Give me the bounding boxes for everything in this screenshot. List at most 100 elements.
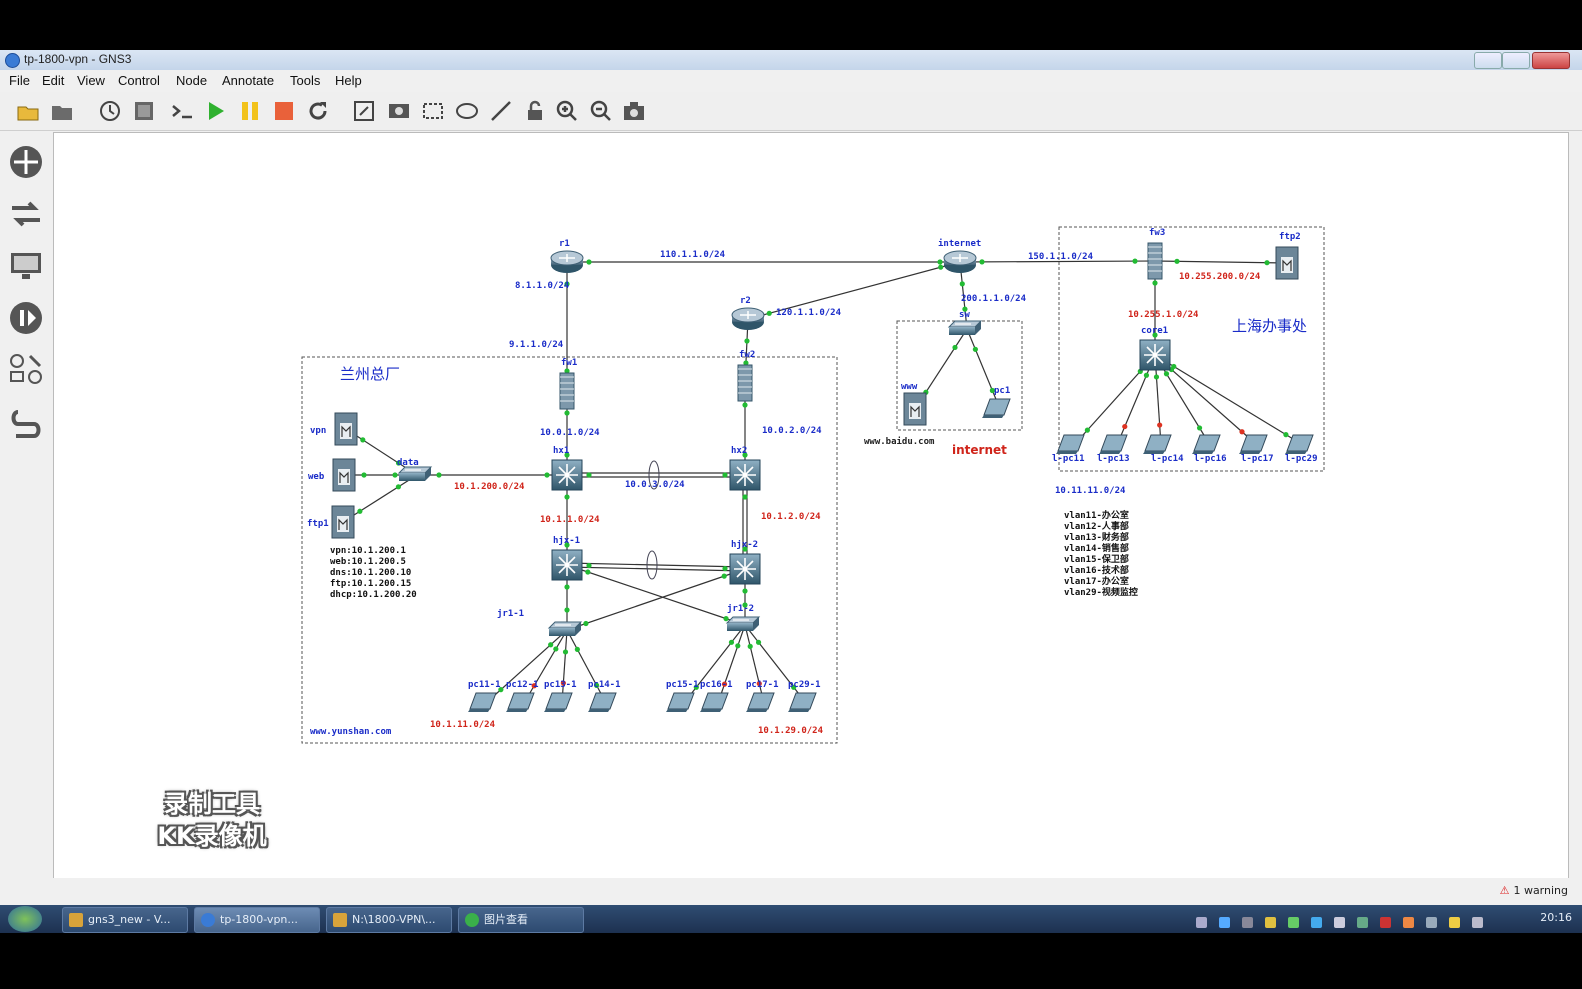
node-lpc13[interactable]: l-pc13 (1097, 434, 1130, 464)
node-internet[interactable]: internet (938, 238, 981, 273)
browse-routers-icon[interactable] (8, 144, 44, 180)
node-r2[interactable]: r2 (731, 296, 765, 330)
node-pc14[interactable]: pc14-1 (588, 680, 621, 712)
stop-icon[interactable] (272, 99, 296, 123)
network-link[interactable] (566, 566, 745, 572)
tray-app-icon[interactable] (1403, 917, 1414, 928)
node-pc17[interactable]: pc17-1 (746, 680, 779, 712)
menu-tools[interactable]: Tools (290, 73, 321, 88)
add-link-icon[interactable] (8, 406, 44, 442)
network-link[interactable] (744, 624, 765, 704)
network-link[interactable] (566, 568, 746, 631)
network-link[interactable] (744, 624, 807, 704)
tray-app-icon[interactable] (1449, 917, 1460, 928)
task-tp-1800-vpn[interactable]: tp-1800-vpn... (194, 907, 320, 933)
network-link[interactable] (1154, 354, 1304, 446)
node-ftp1[interactable]: ftp1 (307, 505, 355, 539)
node-web[interactable]: web (308, 458, 356, 492)
dots-icon[interactable] (1242, 917, 1253, 928)
edit-note-icon[interactable] (352, 99, 376, 123)
network-link[interactable] (683, 624, 746, 704)
network-link[interactable] (966, 328, 1001, 410)
node-pc15[interactable]: pc15-1 (666, 680, 699, 712)
volume-icon[interactable] (1334, 917, 1345, 928)
maximize-button[interactable] (1502, 52, 1530, 69)
browse-security-icon[interactable] (8, 300, 44, 336)
node-pc12[interactable]: pc12-1 (506, 680, 539, 712)
menu-control[interactable]: Control (118, 73, 160, 88)
network-link[interactable] (561, 629, 568, 704)
node-jr11[interactable]: jr1-1 (497, 608, 583, 636)
close-button[interactable] (1532, 52, 1570, 69)
menu-node[interactable]: Node (176, 73, 208, 88)
lock-icon[interactable] (523, 99, 547, 123)
menu-help[interactable]: Help (335, 73, 362, 88)
node-sw[interactable]: sw (947, 310, 983, 335)
browse-all-devices-icon[interactable] (8, 352, 44, 388)
node-jr12[interactable]: jr1-2 (725, 603, 761, 631)
node-pc13[interactable]: pc13-1 (544, 680, 577, 712)
line-icon[interactable] (489, 99, 513, 123)
menu-file[interactable]: File (9, 73, 30, 88)
menu-view[interactable]: View (77, 73, 105, 88)
network-link[interactable] (747, 261, 961, 320)
node-hx1[interactable]: hx1 (551, 446, 583, 491)
zoom-in-icon[interactable] (555, 99, 579, 123)
node-hjx1[interactable]: hjx-1 (551, 535, 583, 581)
node-vpn[interactable]: vpn (310, 412, 358, 446)
menu-edit[interactable]: Edit (42, 73, 65, 88)
node-hjx2[interactable]: hjx-2 (729, 539, 761, 585)
camera-icon[interactable] (622, 99, 646, 123)
node-core1[interactable]: core1 (1139, 326, 1171, 371)
zoom-out-icon[interactable] (589, 99, 613, 123)
node-pc1[interactable]: pc1 (982, 386, 1011, 418)
node-lpc11[interactable]: l-pc11 (1052, 434, 1085, 464)
reload-icon[interactable] (306, 99, 330, 123)
node-ftp2[interactable]: ftp2 (1275, 232, 1301, 280)
node-pc16[interactable]: pc16-1 (700, 680, 733, 712)
rectangle-icon[interactable] (421, 99, 445, 123)
node-pc29[interactable]: pc29-1 (788, 680, 821, 712)
keyboard-icon[interactable] (1196, 917, 1207, 928)
network-icon[interactable] (1288, 917, 1299, 928)
usb-icon[interactable] (1265, 917, 1276, 928)
ellipse-icon[interactable] (455, 99, 479, 123)
tray-app-icon[interactable] (1426, 917, 1437, 928)
warning-indicator[interactable]: ⚠1 warning (1500, 884, 1568, 897)
console-icon[interactable] (170, 99, 194, 123)
node-fw2[interactable]: fw2 (737, 350, 755, 402)
minimize-button[interactable] (1474, 52, 1502, 69)
node-lpc17[interactable]: l-pc17 (1239, 434, 1274, 464)
screenshot-image-icon[interactable] (387, 99, 411, 123)
start-icon[interactable] (204, 99, 228, 123)
pause-icon[interactable] (238, 99, 262, 123)
zone-shanghai[interactable] (1058, 226, 1325, 472)
open-project-icon[interactable] (16, 99, 40, 123)
browse-switches-icon[interactable] (8, 196, 44, 232)
node-www[interactable]: www (901, 382, 927, 426)
node-lpc16[interactable]: l-pc16 (1192, 434, 1227, 464)
node-r1[interactable]: r1 (550, 239, 584, 273)
menu-annotate[interactable]: Annotate (222, 73, 275, 88)
snapshot-icon[interactable] (98, 99, 122, 123)
network-link[interactable] (566, 629, 607, 704)
clock[interactable]: 20:16 (1540, 911, 1572, 924)
node-fw1[interactable]: fw1 (559, 358, 577, 410)
node-hx2[interactable]: hx2 (729, 446, 761, 491)
network-link[interactable] (567, 562, 746, 568)
help-icon[interactable] (1219, 917, 1230, 928)
node-lpc14[interactable]: l-pc14 (1143, 434, 1184, 464)
shield-icon[interactable] (1311, 917, 1322, 928)
node-pc11[interactable]: pc11-1 (468, 680, 501, 712)
network-link[interactable] (959, 261, 968, 330)
start-button[interactable] (8, 906, 42, 932)
display-icon[interactable] (1472, 917, 1483, 928)
network-link[interactable] (717, 624, 746, 704)
network-link[interactable] (523, 629, 568, 704)
zone-lanzhou[interactable] (301, 356, 838, 744)
node-lpc29[interactable]: l-pc29 (1285, 434, 1318, 464)
folder-icon[interactable] (50, 99, 74, 123)
browse-end-devices-icon[interactable] (8, 248, 44, 284)
